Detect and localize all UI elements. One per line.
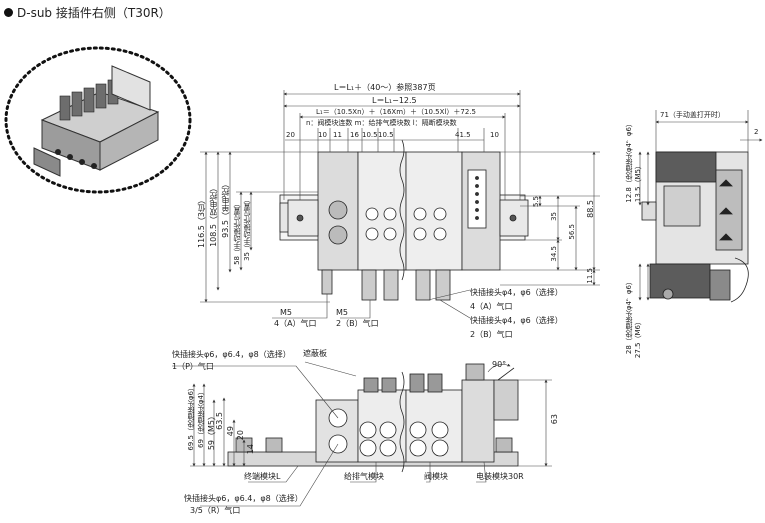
dim-35: 35 xyxy=(550,212,558,221)
port-2b-label: 2（B）气口 xyxy=(336,319,379,328)
bullet-icon xyxy=(4,8,13,17)
dim-11-5: 11.5 xyxy=(586,268,594,284)
side-view-dimensions xyxy=(638,110,763,301)
dim-11: 11 xyxy=(333,131,342,139)
dim-14: 14 xyxy=(246,444,255,455)
valve-block-label: 阀模块 xyxy=(424,472,448,481)
port-p-label: 1（P）气口 xyxy=(172,362,214,371)
port-4a-label: 4（A）气口 xyxy=(274,319,317,328)
dim-41-5: 41.5 xyxy=(455,131,471,139)
dim-16: 16 xyxy=(350,131,359,139)
figure-title: D-sub 接插件右侧（T30R） xyxy=(4,4,171,21)
dim-35-manual: 35（手动操作位置） xyxy=(243,196,251,261)
dim-69: 69（快插接头φ4） xyxy=(197,388,205,448)
angle-90: 90° xyxy=(492,360,507,369)
fitting-a-label: 快插接头φ4，φ6（选择） xyxy=(470,288,563,297)
dim-20: 20 xyxy=(286,131,295,139)
dim-2: 2 xyxy=(754,128,759,136)
front-view-dimensions xyxy=(172,361,552,507)
shield-plate-label: 遮蔽板 xyxy=(303,349,327,358)
top-view-drawing xyxy=(279,139,529,301)
end-block-label: 终端模块L xyxy=(244,472,281,481)
dim-13-5: 13.5（M5） xyxy=(634,162,642,203)
dim-71-manual: 71（手动盖打开时） xyxy=(660,111,725,119)
dim-5-5: 5.5 xyxy=(532,196,540,208)
dim-L-total: L＝L₁＋（40～）参照387页 xyxy=(334,83,436,92)
dim-88-5: 88.5 xyxy=(586,200,595,218)
side-view-drawing xyxy=(641,151,749,303)
fitting-p-label: 快插接头φ6，φ6.4，φ8（选择） xyxy=(172,350,291,359)
dim-27-5: 27.5（M6） xyxy=(634,318,642,359)
dim-58-manual: 58（手动操作位置） xyxy=(233,200,241,265)
dim-L1-formula: L₁＝（10.5Xn）＋（16Xm）＋（10.5Xl）＋72.5 xyxy=(316,108,476,116)
fitting-b-port: 2（B）气口 xyxy=(470,330,513,339)
dim-116-5: 116.5（3位） xyxy=(197,196,206,248)
front-view-drawing xyxy=(227,363,519,473)
electrical-block-label: 电装模块30R xyxy=(476,472,524,481)
dim-10-5a: 10.5 xyxy=(362,131,378,139)
dim-L-minus: L＝L₁−12.5 xyxy=(372,96,417,105)
dim-49: 49 xyxy=(226,426,235,437)
dim-93-5: 93.5（单电控） xyxy=(221,180,230,238)
dim-10b: 10 xyxy=(490,131,499,139)
dim-108-5: 108.5（双电控） xyxy=(209,184,218,247)
fitting-r-label: 快插接头φ6，φ6.4，φ8（选择） xyxy=(184,494,303,503)
dim-63-5: 63.5 xyxy=(215,412,224,430)
port-m5-b: M5 xyxy=(336,308,348,317)
title-text: D-sub 接插件右侧（T30R） xyxy=(17,6,171,20)
dim-56-5: 56.5 xyxy=(568,224,576,240)
port-r-label: 3/5（R）气口 xyxy=(190,506,241,515)
dim-69-5: 69.5（快插接头φ6） xyxy=(187,384,195,451)
dim-63: 63 xyxy=(550,414,559,425)
fitting-b-label: 快插接头φ4，φ6（选择） xyxy=(470,316,563,325)
isometric-thumbnail xyxy=(4,46,192,194)
legend-n-m-l: n：阀模块连数 m：给排气模块数 l：隔断模块数 xyxy=(306,119,457,127)
dim-10-5b: 10.5 xyxy=(378,131,394,139)
dim-34-5: 34.5 xyxy=(550,246,558,262)
fitting-a-port: 4（A）气口 xyxy=(470,302,513,311)
supply-block-label: 给排气模块 xyxy=(344,472,384,481)
top-view-dimensions xyxy=(200,90,600,319)
port-m5-a: M5 xyxy=(280,308,292,317)
dim-10a: 10 xyxy=(318,131,327,139)
dim-20-front: 20 xyxy=(236,430,245,441)
